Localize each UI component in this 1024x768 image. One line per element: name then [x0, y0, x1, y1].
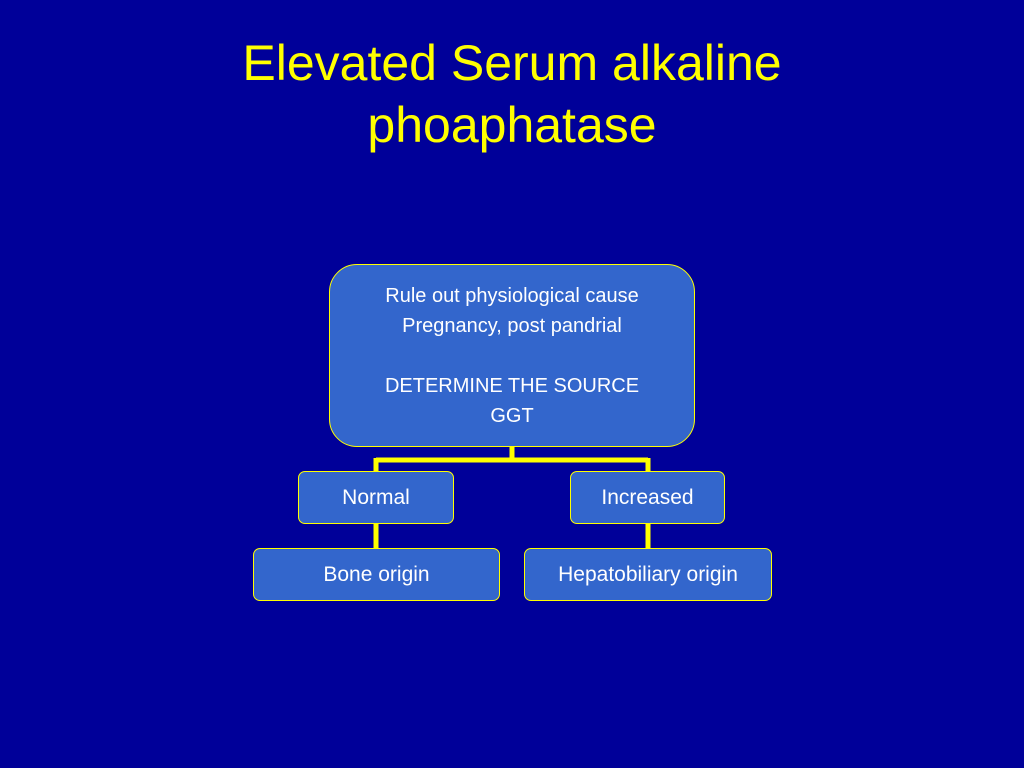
- slide-title-line-2: phoaphatase: [367, 97, 657, 153]
- node-bone-origin: Bone origin: [253, 548, 500, 601]
- root-line-4: GGT: [490, 404, 534, 427]
- node-normal: Normal: [298, 471, 454, 524]
- node-bone-origin-label: Bone origin: [323, 562, 430, 586]
- slide-title: Elevated Serum alkaline phoaphatase: [0, 32, 1024, 156]
- node-normal-label: Normal: [342, 485, 410, 509]
- root-line-3: DETERMINE THE SOURCE: [384, 374, 640, 397]
- node-rule-out-physiological-cause: Rule out physiological cause Pregnancy, …: [329, 264, 695, 447]
- node-hepatobiliary-origin: Hepatobiliary origin: [524, 548, 772, 601]
- node-increased-label: Increased: [601, 485, 694, 509]
- root-line-2: Pregnancy, post pandrial: [402, 314, 622, 337]
- node-increased: Increased: [570, 471, 725, 524]
- slide-title-line-1: Elevated Serum alkaline: [242, 35, 782, 91]
- node-hepatobiliary-origin-label: Hepatobiliary origin: [558, 562, 738, 586]
- root-line-1: Rule out physiological cause: [385, 284, 639, 307]
